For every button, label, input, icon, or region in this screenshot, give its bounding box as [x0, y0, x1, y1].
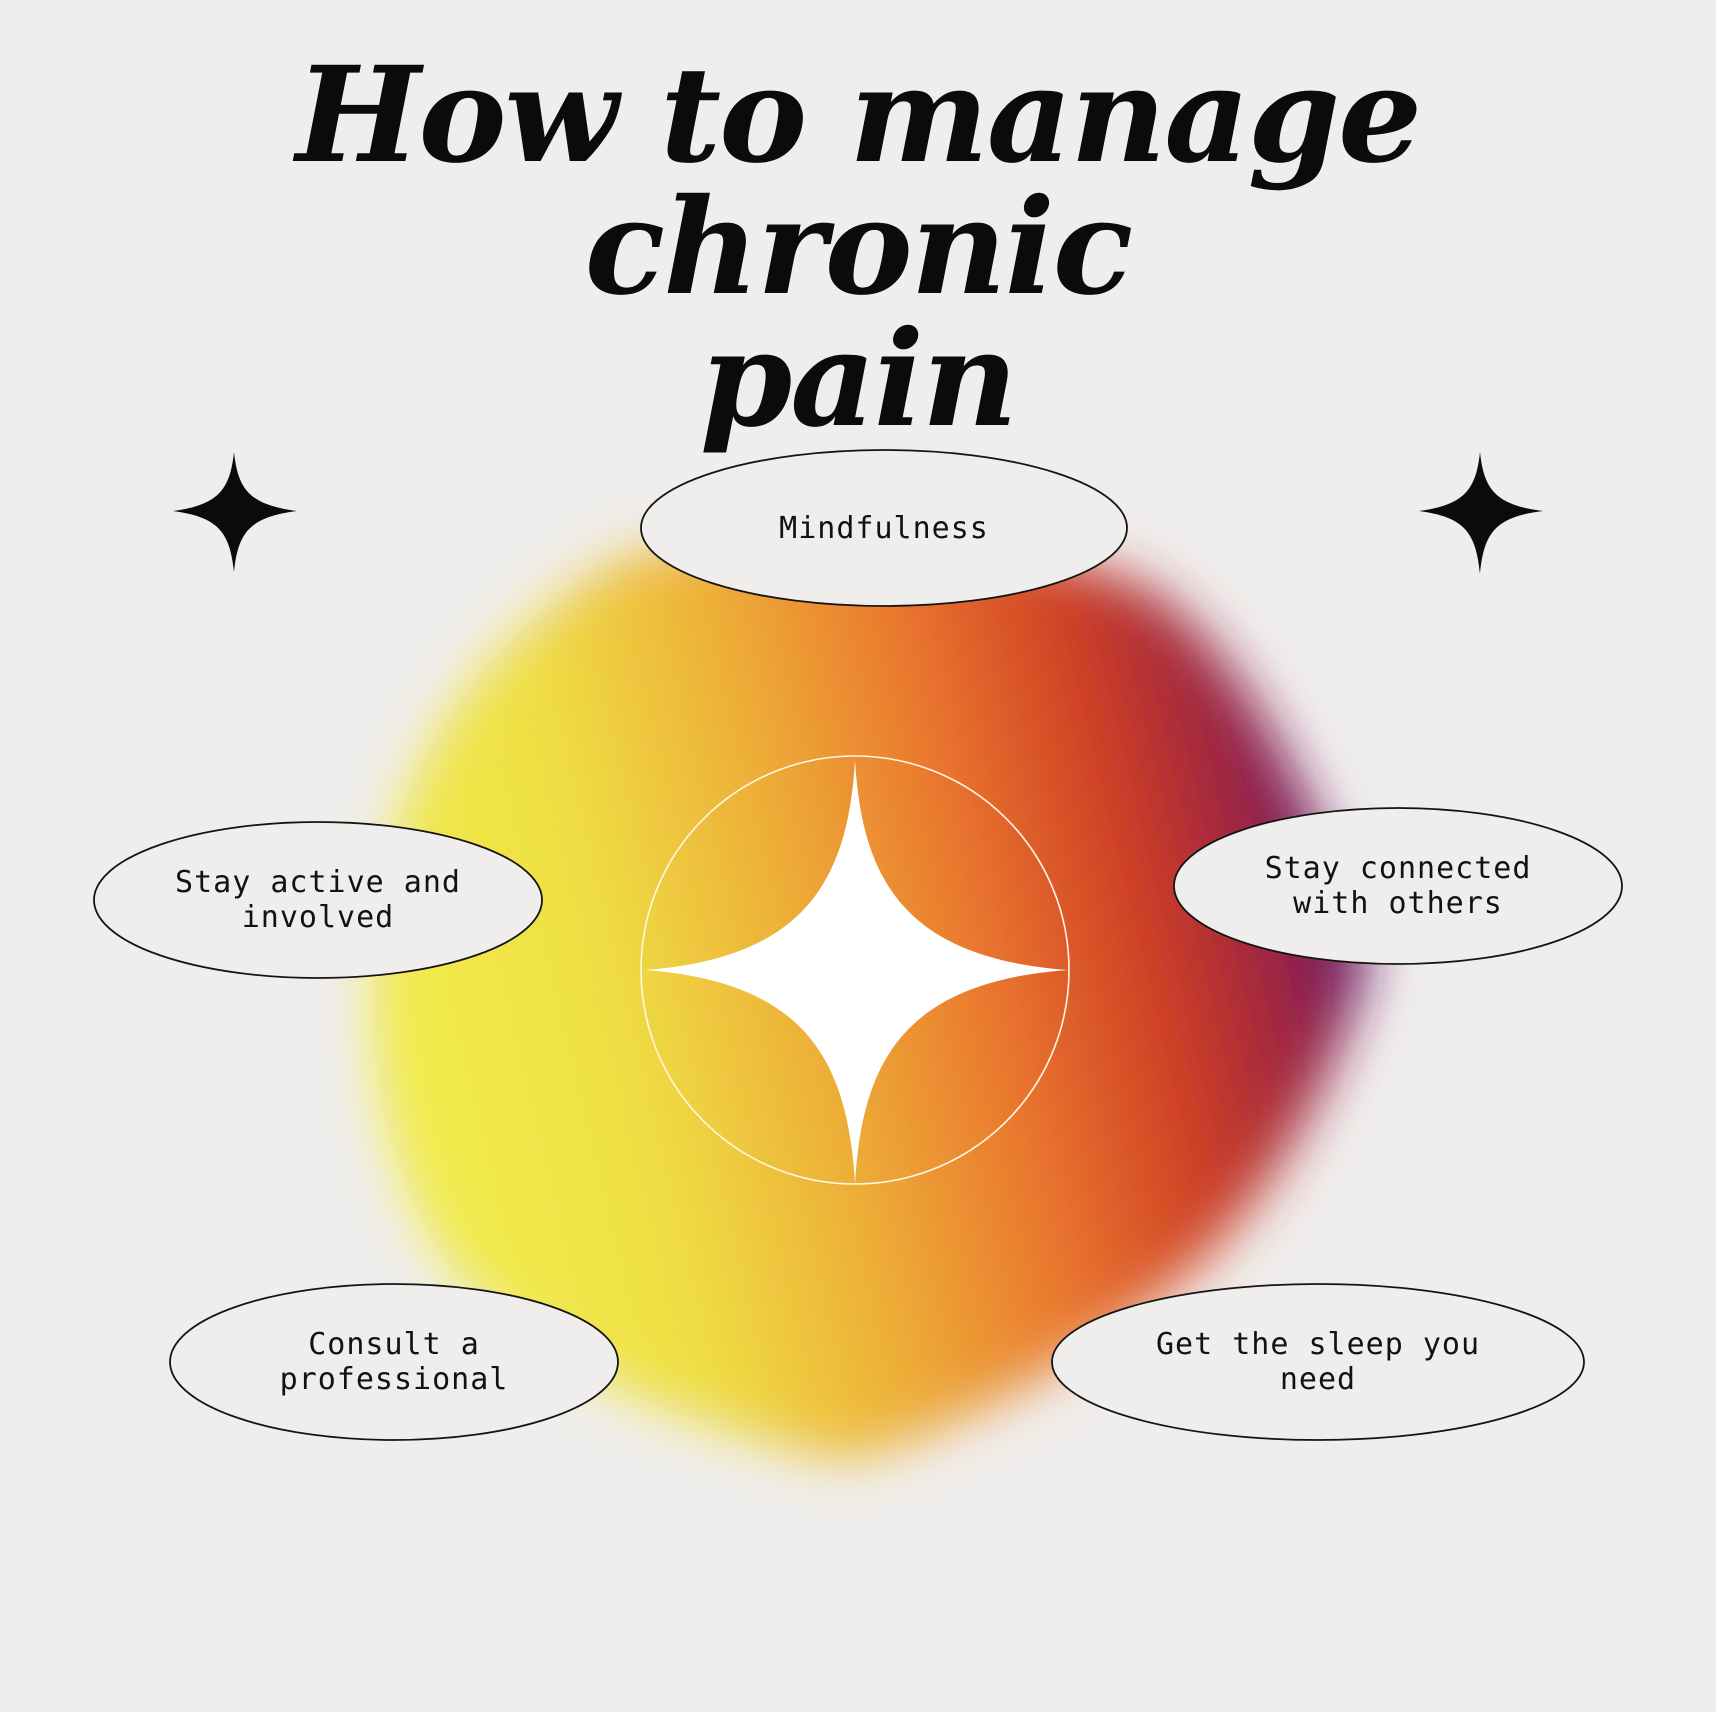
title-line-2: pain: [700, 302, 1018, 457]
oval-sleep: [1051, 1283, 1585, 1441]
four-point-star-icon: [1419, 452, 1543, 574]
oval-stay-connected: [1173, 807, 1623, 965]
page-title: How to manage chronic pain: [60, 50, 1656, 446]
item-label-stay-active: Stay active and involved: [175, 865, 461, 935]
title-line-1: How to manage chronic: [295, 38, 1422, 325]
four-point-star-icon: [173, 452, 297, 572]
four-point-star-icon: [645, 760, 1068, 1184]
oval-mindfulness: [640, 449, 1128, 607]
oval-consult-professional: [169, 1283, 619, 1441]
item-label-consult-professional: Consult a professional: [279, 1327, 509, 1397]
oval-stay-active: [93, 821, 543, 979]
item-label-mindfulness: Mindfulness: [779, 510, 989, 546]
item-label-stay-connected: Stay connected with others: [1264, 851, 1532, 921]
item-label-sleep: Get the sleep you need: [1155, 1327, 1481, 1397]
